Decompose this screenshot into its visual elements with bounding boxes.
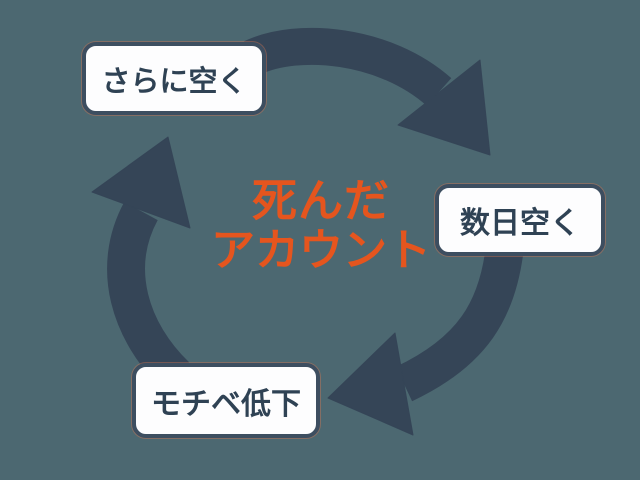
arrow-left-arc	[91, 136, 191, 390]
arrow-top-arc	[244, 27, 491, 156]
node-motive-teika: モチベ低下	[132, 363, 320, 438]
node-sarani-aku: さらに空く	[82, 42, 266, 115]
node-sujitsu-aku: 数日空く	[435, 184, 605, 256]
node-label: モチベ低下	[151, 386, 301, 422]
node-label: さらに空く	[101, 63, 247, 98]
center-title-line2: アカウント	[211, 225, 431, 276]
center-title: 死んだ アカウント	[0, 176, 640, 276]
node-label: 数日空く	[460, 206, 580, 241]
arrow-right-arc	[327, 243, 524, 436]
center-title-line1: 死んだ	[251, 174, 390, 227]
